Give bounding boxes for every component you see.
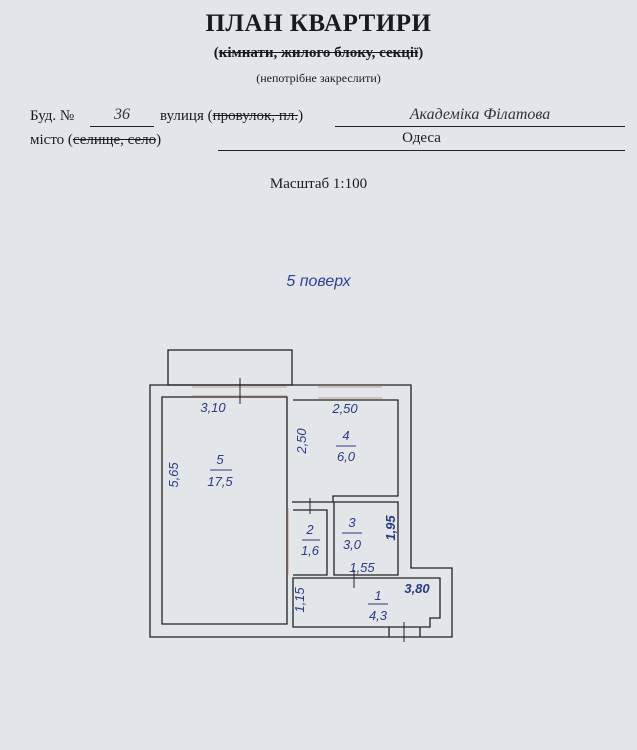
room-1-wall	[292, 577, 441, 628]
dim-room3-length: 1,95	[383, 515, 398, 541]
room-3-wall	[333, 501, 399, 576]
room-2-number: 2	[305, 522, 314, 537]
building-number: 36	[90, 106, 154, 127]
room-4-area: 6,0	[337, 449, 356, 464]
dim-room3-width: 1,55	[349, 560, 375, 575]
entrance-door	[388, 627, 421, 637]
dim-room1-length: 3,80	[404, 581, 430, 596]
scale-label: Масштаб 1:100	[269, 176, 368, 192]
outer-wall	[149, 384, 453, 638]
street-label-text: вулиця (	[160, 108, 213, 124]
room-5-number: 5	[216, 452, 224, 467]
street-label: вулиця (провулок, пл.)	[160, 108, 303, 125]
dim-room4-length: 2,50	[294, 428, 309, 455]
document-title: ПЛАН КВАРТИРИ	[205, 10, 432, 37]
room-1-area: 4,3	[369, 608, 388, 623]
paren: )	[418, 45, 424, 61]
dim-room5-width: 3,10	[200, 400, 226, 415]
floor-label: 5 поверх	[286, 273, 351, 290]
door-marks	[239, 378, 405, 642]
room-4-number: 4	[342, 428, 349, 443]
room-3-area: 3,0	[343, 537, 362, 552]
city-label: місто (селище, село)	[30, 132, 161, 149]
dim-room1-width: 1,15	[292, 587, 307, 613]
room-1-number: 1	[374, 588, 381, 603]
street-struck: провулок, пл.	[212, 108, 299, 124]
strike-note: (непотрібне закреслити)	[256, 71, 381, 85]
paren: )	[156, 132, 162, 148]
document-subtitle: (кімнати, жилого блоку, секції)	[0, 45, 637, 62]
paren: (	[213, 45, 219, 61]
dim-room4-width: 2,50	[331, 401, 358, 416]
city-struck: селище, село	[72, 132, 157, 148]
balcony	[167, 349, 293, 386]
dim-room5-length: 5,65	[166, 462, 181, 488]
city-value: Одеса	[218, 130, 625, 151]
paren: )	[298, 108, 304, 124]
room-5-area: 17,5	[207, 474, 233, 489]
struck-subtitle: кімнати, жилого блоку, секції	[218, 45, 419, 61]
street-value: Академіка Філатова	[335, 106, 625, 127]
room-4-wall	[292, 399, 399, 503]
room-3-number: 3	[348, 515, 356, 530]
room-5-wall	[161, 396, 288, 625]
building-label: Буд. №	[30, 108, 75, 124]
city-label-text: місто (	[30, 132, 73, 148]
room-2-area: 1,6	[301, 543, 320, 558]
